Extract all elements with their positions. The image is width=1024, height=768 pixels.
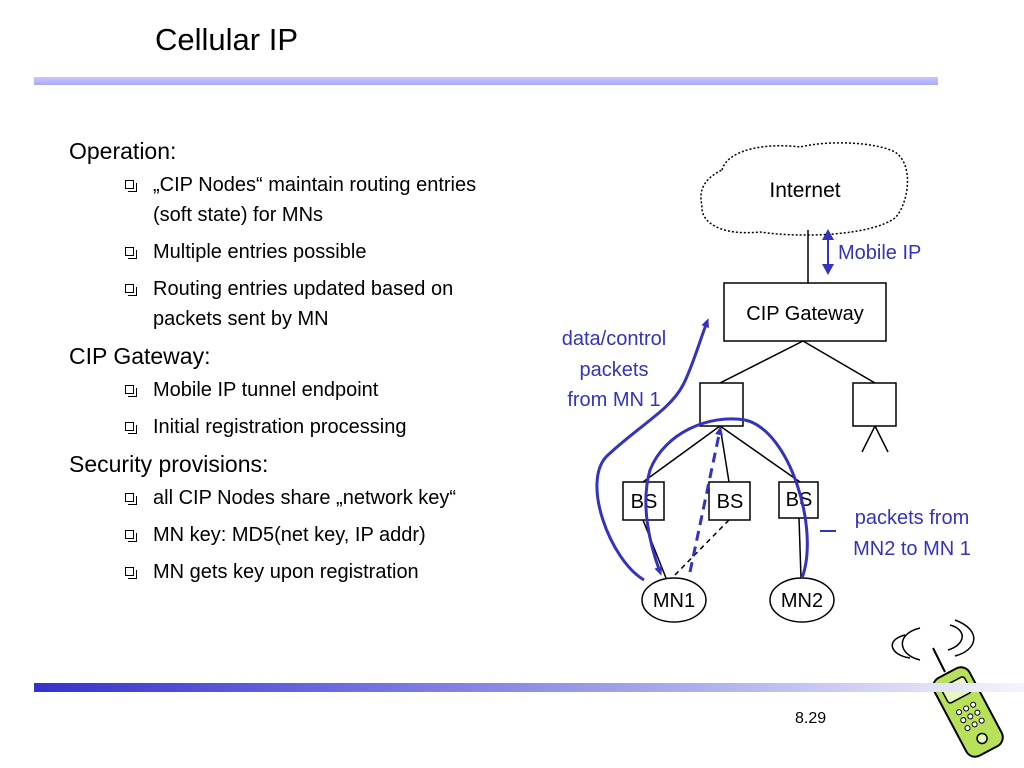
bs-box-2 [708, 481, 751, 521]
bullet-list: Mobile IP tunnel endpoint Initial regist… [69, 375, 519, 442]
title-divider-bar [34, 77, 938, 85]
bullet-box-icon [125, 180, 137, 192]
bullet-text: Routing entries updated based on packets… [153, 278, 454, 330]
mn1-label: MN1 [653, 590, 695, 612]
cip-node-box [852, 382, 897, 427]
tree-link [719, 340, 804, 384]
footer-bar [34, 683, 1024, 692]
radio-link [798, 517, 802, 579]
bullet-box-icon [125, 422, 137, 434]
radio-link [642, 519, 667, 579]
internet-cloud-icon [700, 142, 909, 236]
tree-link-stub [861, 425, 876, 453]
mn2-to-mn1-path [644, 417, 809, 579]
cip-gateway-label: CIP Gateway [746, 303, 863, 325]
bullet-box-icon [125, 385, 137, 397]
bullet-list: „CIP Nodes“ maintain routing entries (so… [69, 170, 519, 334]
tree-link [719, 425, 801, 483]
annotation-right-line1: packets from [855, 507, 969, 529]
bullet-text: all CIP Nodes share „network key“ [153, 487, 457, 509]
bullet-text: MN key: MD5(net key, IP addr) [153, 524, 426, 546]
section-cip-gateway: CIP Gateway: Mobile IP tunnel endpoint I… [69, 341, 519, 442]
bullet-box-icon [125, 284, 137, 296]
bullet-text: Multiple entries possible [153, 241, 367, 263]
bullet-box-icon [125, 530, 137, 542]
bs-label: BS [786, 489, 813, 511]
tree-link-stub [874, 425, 889, 453]
annotation-left-line3: from MN 1 [567, 389, 660, 411]
mn1-uplink-path [595, 318, 709, 582]
dashed-control-path [688, 426, 723, 573]
bs-box-1 [622, 481, 665, 521]
bullet-text: MN gets key upon registration [153, 561, 419, 583]
list-item: MN key: MD5(net key, IP addr) [69, 520, 519, 550]
mobile-ip-arrowhead-bottom [822, 264, 834, 275]
bullet-box-icon [125, 567, 137, 579]
list-item: all CIP Nodes share „network key“ [69, 483, 519, 513]
tree-link [719, 425, 730, 483]
bullet-text: „CIP Nodes“ maintain routing entries (so… [153, 174, 477, 226]
section-heading: Operation: [69, 138, 177, 164]
bullet-text: Mobile IP tunnel endpoint [153, 379, 379, 401]
bs-label: BS [631, 491, 658, 513]
section-heading: CIP Gateway: [69, 343, 211, 369]
bullet-text: Initial registration processing [153, 416, 407, 438]
list-item: MN gets key upon registration [69, 557, 519, 587]
bullet-box-icon [125, 247, 137, 259]
bullet-list: all CIP Nodes share „network key“ MN key… [69, 483, 519, 587]
mn2-label: MN2 [781, 590, 823, 612]
page-number: 8.29 [795, 710, 827, 727]
section-security: Security provisions: all CIP Nodes share… [69, 449, 519, 587]
mobile-ip-arrowhead-top [822, 229, 834, 240]
section-operation: Operation: „CIP Nodes“ maintain routing … [69, 136, 519, 334]
annotation-left-line1: data/control [562, 328, 667, 350]
bs-label: BS [717, 491, 744, 513]
mobile-ip-label: Mobile IP [838, 242, 921, 264]
tree-link [642, 425, 721, 483]
bullet-box-icon [125, 493, 137, 505]
tree-link [802, 340, 876, 384]
slide-title: Cellular IP [155, 22, 298, 57]
section-heading: Security provisions: [69, 451, 269, 477]
list-item: Routing entries updated based on packets… [69, 274, 519, 334]
annotation-right-line2: MN2 to MN 1 [853, 538, 971, 560]
mn1-node [641, 577, 707, 623]
cip-gateway-box [723, 282, 887, 342]
list-item: Mobile IP tunnel endpoint [69, 375, 519, 405]
annotation-left-line2: packets [580, 359, 649, 381]
list-item: „CIP Nodes“ maintain routing entries (so… [69, 170, 519, 230]
bullet-content: Operation: „CIP Nodes“ maintain routing … [69, 136, 519, 594]
internet-label: Internet [769, 179, 840, 202]
radio-link-dashed [671, 519, 730, 579]
list-item: Initial registration processing [69, 412, 519, 442]
list-item: Multiple entries possible [69, 237, 519, 267]
